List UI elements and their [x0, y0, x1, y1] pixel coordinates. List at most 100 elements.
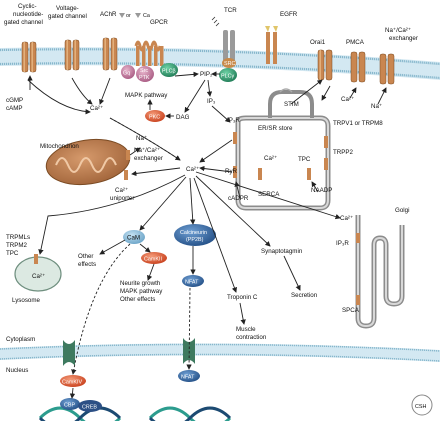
ca-er-label: Ca²⁺ [264, 155, 277, 162]
golgi-label: Golgi [395, 207, 409, 214]
trpm2-label: TRPM2 [6, 242, 28, 249]
ip3r-golgi-label: IP₃R [336, 240, 349, 247]
neurite-label-1: Neurite growth [120, 280, 161, 287]
dag-label: DAG [176, 114, 190, 121]
calcineurin-label-2: (PP2B) [186, 237, 204, 243]
central-ca-label: Ca²⁺ [186, 166, 199, 173]
creb-label: CREB [82, 405, 97, 411]
nucleus-label: Nucleus [6, 367, 28, 374]
nfat-nuc-label: NFAT [181, 375, 195, 381]
achr-label: AChR [100, 11, 117, 18]
orai1-channel [317, 49, 333, 81]
gpcr-label: GPCR [150, 19, 168, 26]
er-store [235, 88, 331, 211]
mitochondrion [45, 138, 131, 186]
gq-label: Gq [123, 71, 130, 77]
ca-pmca-label: Ca²⁺ [341, 96, 354, 103]
vgc-label-2: gated channel [48, 13, 87, 20]
lysosome-label: Lysosome [12, 297, 41, 304]
pmca-pump [350, 51, 366, 83]
camkii-kinase: CamKII [141, 252, 167, 264]
plcg-label: PLCγ [221, 74, 234, 80]
ryr-channel [233, 166, 237, 178]
orai1-label: Orai1 [310, 39, 326, 46]
calmodulin: CaM [123, 230, 145, 244]
ip3r-channel [233, 132, 237, 144]
trpv1-label: TRPV1 or TRPM8 [333, 120, 383, 127]
golgi [355, 215, 405, 329]
camkiv-kinase: CamKIV [60, 375, 86, 387]
uniporter-label-2: uniporter [110, 195, 134, 202]
neurite-label-2: MAPK pathway [120, 288, 163, 295]
ca-entry-label: Ca²⁺ [90, 105, 103, 112]
troponin-label: Troponin C [227, 294, 258, 301]
camp-label: cAMP [6, 105, 23, 112]
serca-pump [258, 168, 262, 180]
tpc-er-channel [307, 168, 311, 180]
src-tcr: SRC [222, 58, 236, 68]
cng-label-1: Cyclic- [18, 3, 37, 10]
tpc-er-label: TPC [298, 156, 311, 163]
cytoplasm-label: Cytoplasm [6, 336, 35, 343]
uniporter-label-1: Ca²⁺ [115, 187, 128, 194]
trpp2-label: TRPP2 [333, 149, 354, 156]
pip2-label: PIP₂ [200, 71, 213, 78]
cng-channel [21, 41, 37, 73]
calcineurin: Calcineurin (PP2B) [174, 224, 216, 246]
muscle-label-2: contraction [236, 334, 267, 341]
gpcr-receptor [134, 40, 164, 66]
tcr-receptor [211, 16, 235, 64]
camkii-label: CamKII [144, 257, 162, 263]
cng-label-3: gated channel [4, 19, 43, 26]
cbp-label: CBP [64, 403, 75, 409]
other-effects-label-1: Other [78, 253, 93, 260]
cam-label: CaM [127, 235, 140, 242]
ligand-triangle-icon [119, 13, 125, 18]
cbp-factor: CBP [60, 398, 80, 410]
neurite-label-3: Other effects [120, 296, 155, 303]
egfr-receptor [265, 26, 278, 64]
lysosome [14, 254, 62, 292]
other-effects-label-2: effects [78, 261, 96, 268]
dna-helix-right [148, 406, 232, 421]
ncx-label-2: exchanger [389, 35, 418, 42]
synaptotagmin-label: Synaptotagmin [261, 248, 303, 255]
or-label: or [126, 13, 131, 19]
pmca-label: PMCA [346, 39, 365, 46]
ncx-mito-label-2: exchanger [134, 155, 163, 162]
ip3-label: IP₃ [207, 98, 216, 105]
voltage-gated-channel [64, 39, 80, 71]
tpc-lyso-label: TPC [6, 250, 19, 257]
mitochondrion-label: Mitochondrion [40, 143, 79, 150]
naadp-label: NAADP [311, 187, 332, 194]
cshl-logo: CSH [411, 394, 433, 416]
er-store-label: ER/SR store [258, 125, 293, 132]
logo-text: CSH [415, 404, 426, 410]
secretion-label: Secretion [291, 292, 318, 299]
ca-top-label: Ca [143, 13, 150, 19]
signal-arrows [27, 71, 387, 399]
egfr-label: EGFR [280, 11, 298, 18]
trpp2-channel [324, 158, 328, 170]
stim-label: STIM [284, 101, 299, 108]
cng-label-2: nucleotide- [13, 11, 43, 18]
src-ptk-complex: Src PTK [136, 66, 154, 82]
ncx-mito-label-1: Na⁺/Ca²⁺ [134, 147, 160, 154]
plcg-enzyme: PLCγ [219, 68, 237, 82]
vgc-label-1: Voltage- [56, 5, 79, 12]
pkc-label: PKC [149, 115, 160, 121]
muscle-label-1: Muscle [236, 326, 256, 333]
cgmp-label: cGMP [6, 97, 23, 104]
calcineurin-label-1: Calcineurin [180, 230, 207, 236]
cadpr-label: cADPR [228, 195, 249, 202]
camkiv-label: CamKIV [62, 380, 82, 386]
ligand-triangle-icon [135, 13, 141, 18]
creb-factor: CREB [78, 400, 102, 412]
ca-lyso-label: Ca²⁺ [32, 273, 45, 280]
na-plus-label: Na⁺ [371, 103, 382, 110]
achr-channel [102, 37, 118, 71]
tcr-label: TCR [224, 7, 237, 14]
mapk-pathway-label: MAPK pathway [125, 92, 168, 99]
ca-golgi-label: Ca²⁺ [340, 215, 353, 222]
